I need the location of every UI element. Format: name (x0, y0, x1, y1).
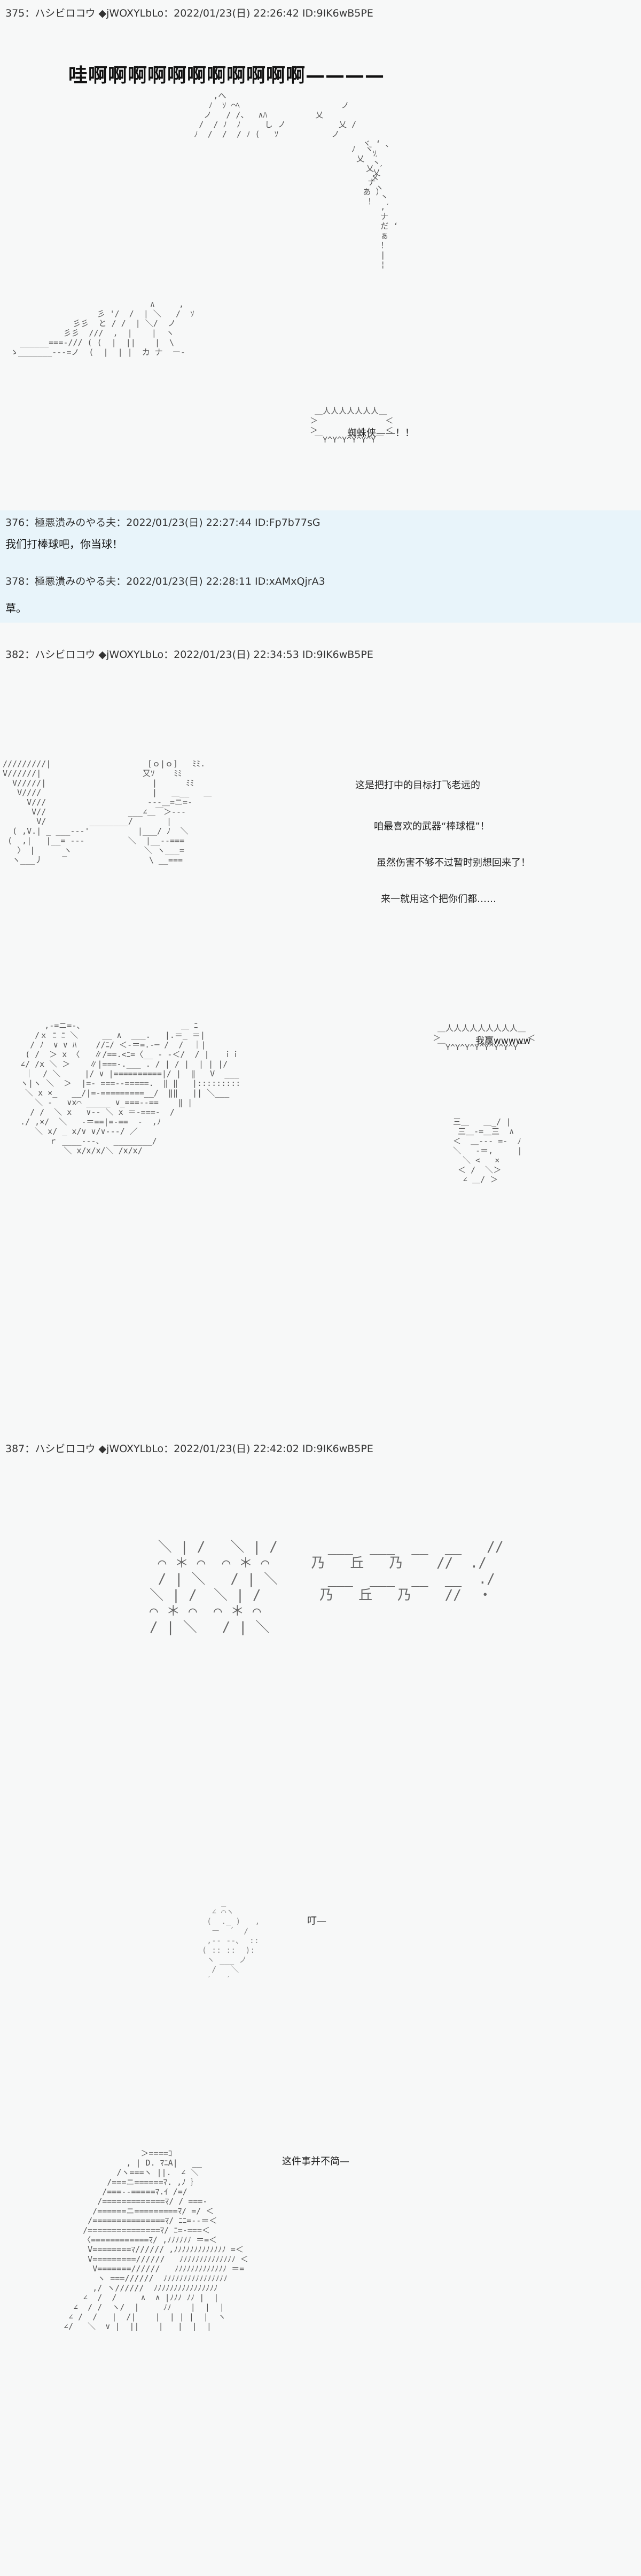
speech-bubble-text: 我赢wwwww (475, 1036, 531, 1046)
ascii-art-bat: /////////| [ｏ|ｏ] ﾐﾐ. V//////| 又ｿ ﾐﾐ V///… (3, 759, 212, 865)
sfx-text: 叮— (307, 1915, 326, 1927)
ascii-art-swing: ,-=ニ=‐、 ＿ ﾆ /ｘ ﾆ ﾆ ＼ __ ∧ ___. |.＝_ ＝| /… (20, 1021, 241, 1155)
ascii-art-robot: ＞====ｺ , | D. ﾏﾆA| __ /ヽ===ヽ ||. ∠ ＼ /==… (64, 2148, 248, 2331)
post-387: 387：ハシビロコウ ◆jWOXYLbLo：2022/01/23(日) 22:4… (0, 1438, 641, 2576)
post-header: 375：ハシビロコウ ◆jWOXYLbLo：2022/01/23(日) 22:2… (5, 7, 373, 19)
post-header: 378：極悪潰みのやる夫：2022/01/23(日) 22:28:11 ID:x… (5, 576, 325, 587)
post-378: 378：極悪潰みのやる夫：2022/01/23(日) 22:28:11 ID:x… (0, 564, 641, 623)
speech-bubble-frame: ＿人人人人人人人人人＿ ＞ ＜ ￣Y^Y^Y^Y^Y^Y^Y^Y￣ (433, 1023, 536, 1052)
speech-bubble-text: 蜘蛛侠——！！ (347, 428, 415, 439)
dialogue-line: 这件事并不简— (282, 2156, 349, 2167)
ascii-art-sfx-bursts: ＼ | / ＼ | / ___ ___ __ __ // ⌒ ＊ ⌒ ⌒ ＊ ⌒… (150, 1539, 504, 1635)
ascii-art-ground: ∧ , 彡 '/ / | ＼ / ｿ 彡彡 と / / | ＼/ ノ 彡彡 //… (10, 299, 194, 357)
dialogue-line: 这是把打中的目标打飞老远的 (355, 780, 480, 791)
ascii-art-figure: ,へ ﾉ ｿ ⌒ﾍ ノ ノ / /、 ∧ﾊ 乂 / / ﾉ ﾉ し ノ 乂 / … (194, 91, 394, 206)
post-body: 草。 (5, 602, 27, 615)
post-body: 我们打棒球吧，你当球！ (5, 538, 123, 550)
post-header: 382：ハシビロコウ ◆jWOXYLbLo：2022/01/23(日) 22:3… (5, 649, 373, 661)
post-header: 387：ハシビロコウ ◆jWOXYLbLo：2022/01/23(日) 22:4… (5, 1443, 373, 1455)
post-375: 375：ハシビロコウ ◆jWOXYLbLo：2022/01/23(日) 22:2… (0, 0, 641, 497)
speech-bubble-frame: ＿人人人人人人人＿ ＞ ＜ ＞ ＜ ￣Y^Y^Y^Y^Y^Y￣ (310, 406, 394, 445)
shout-text: 哇啊啊啊啊啊啊啊啊啊啊啊———— (68, 65, 385, 87)
ascii-art-ball: _ ∠ ⌒ヽ ( ._ ) , ー ´ / ,-‐ --､ :: ( :: ::… (202, 1897, 260, 1984)
post-382: 382：ハシビロコウ ◆jWOXYLbLo：2022/01/23(日) 22:3… (0, 636, 641, 1424)
post-header: 376：極悪潰みのやる夫：2022/01/23(日) 22:27:44 ID:F… (5, 517, 320, 529)
dialogue-line: 咱最喜欢的武器“棒球棍”！ (374, 821, 490, 832)
dialogue-line: 虽然伤害不够不过暂时别想回来了！ (377, 857, 530, 868)
post-376: 376：極悪潰みのやる夫：2022/01/23(日) 22:27:44 ID:F… (0, 510, 641, 564)
dialogue-line: 来一就用这个把你们都…… (381, 894, 496, 905)
ascii-art-flying: ﾉ ヾ 乂 ′ 乂 ′ メ ヽ 丶 ,′ ナ だ ‘ ぁ ！ | ¦ (351, 144, 398, 269)
ascii-art-sfx: 三＿ ＿_/ | 三＿-=＿三 ∧ ＜ ＿--‐ =‐ ﾉ ＼ ‐＝, | ＼ … (453, 1117, 522, 1184)
